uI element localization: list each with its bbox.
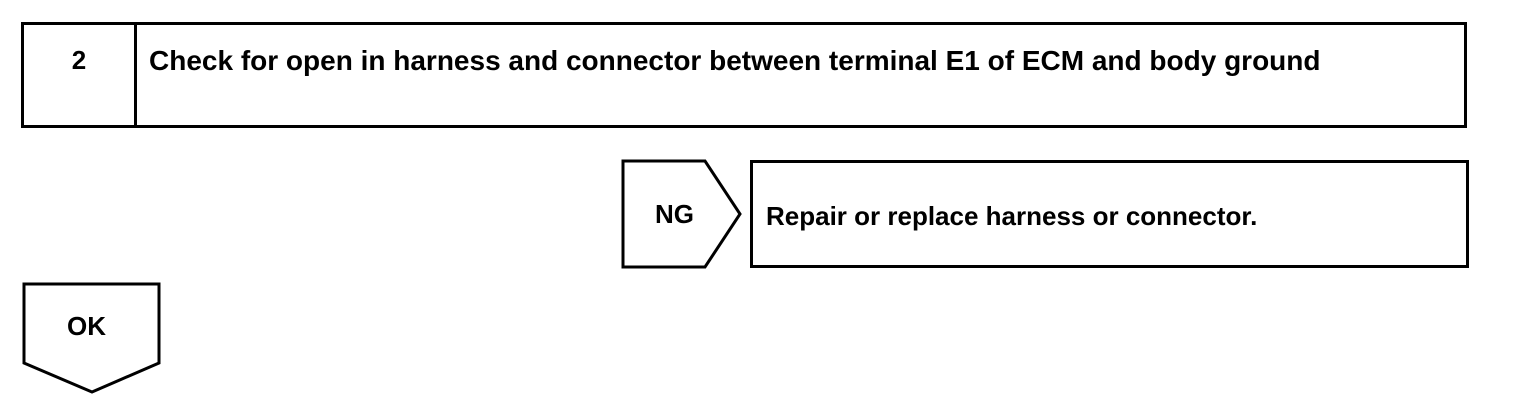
ng-arrow-shape [621,159,742,269]
step-number: 2 [24,25,137,125]
ng-action-box: Repair or replace harness or connector. [750,160,1469,268]
ok-label: OK [67,311,106,341]
ok-arrow-shape [22,282,161,394]
step-box: 2 Check for open in harness and connecto… [21,22,1467,128]
ng-label: NG [655,199,694,229]
step-description: Check for open in harness and connector … [149,45,1321,76]
